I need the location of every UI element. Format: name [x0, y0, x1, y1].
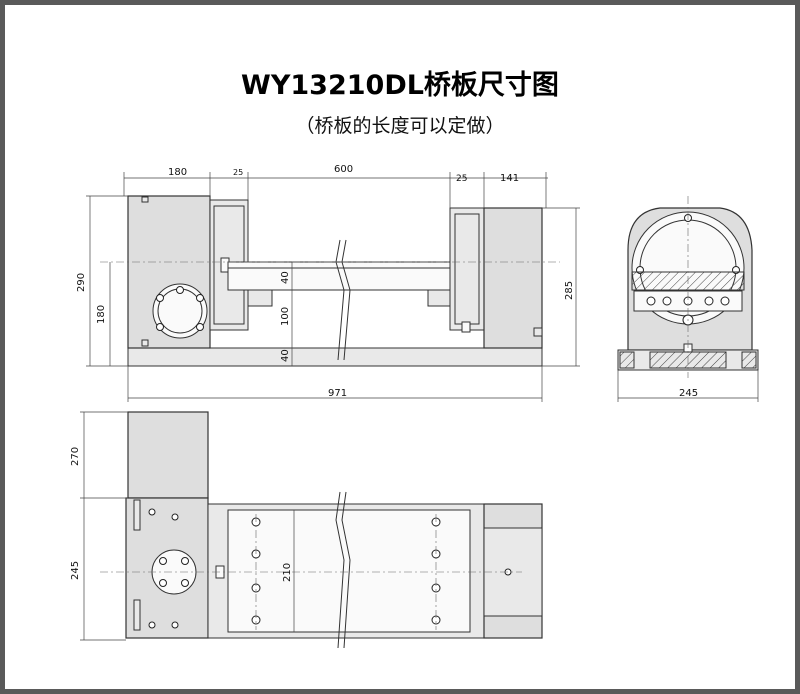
right-flange: [449, 207, 485, 331]
faceplate-circle: [152, 283, 208, 339]
faceplate-bolt: [196, 294, 204, 302]
side-view: 245: [617, 196, 759, 402]
top-bolt: [159, 579, 167, 587]
dim-label: 40: [280, 349, 291, 362]
front-break-line: [341, 239, 351, 361]
faceplate-bolt: [156, 294, 164, 302]
drawing-subtitle: （桥板的长度可以定做）: [295, 115, 505, 137]
faceplate-bolt: [196, 323, 204, 331]
side-base-hatch: [741, 351, 757, 369]
dim-label: 100: [280, 307, 291, 326]
dim-label: 600: [334, 164, 353, 175]
side-base-hatch: [619, 351, 635, 369]
dim-label: 25: [233, 168, 243, 177]
dim-label: 141: [500, 173, 519, 184]
top-head-slot: [133, 599, 141, 631]
dim-label: 40: [280, 271, 291, 284]
dim-label: 245: [679, 388, 698, 399]
dim-label: 180: [168, 167, 187, 178]
top-head-slot: [133, 499, 141, 531]
right-bridge-support: [427, 289, 453, 307]
top-break-line: [341, 491, 351, 649]
dim-label: 245: [70, 561, 81, 580]
dim-label: 285: [564, 281, 575, 300]
side-bolt: [662, 296, 672, 306]
left-bridge-support: [247, 289, 273, 307]
front-break-line: [335, 239, 345, 361]
dim-label: 210: [282, 563, 293, 582]
top-break-line: [335, 491, 345, 649]
faceplate-bolt: [176, 286, 184, 294]
top-bolt: [181, 557, 189, 565]
right-tailstock: [483, 207, 543, 349]
faceplate-bolt: [156, 323, 164, 331]
right-flange-key: [461, 321, 471, 333]
side-bolt: [704, 296, 714, 306]
dim-label: 270: [70, 447, 81, 466]
side-bolt: [646, 296, 656, 306]
top-view: 270 245 210: [70, 411, 543, 649]
top-bolt: [159, 557, 167, 565]
top-bolt: [148, 621, 156, 629]
dim-label: 290: [76, 273, 87, 292]
top-bolt: [171, 621, 179, 629]
top-bolt: [181, 579, 189, 587]
top-faceplate: [151, 549, 197, 595]
drawing-title: WY13210DL桥板尺寸图: [241, 70, 559, 101]
right-tailstock-foot: [533, 327, 543, 337]
motor-box: [127, 411, 209, 499]
dim-label: 180: [96, 305, 107, 324]
front-view: 180 25 600 25 141 290 180 40 100 40 285 …: [76, 164, 580, 402]
top-bolt: [148, 508, 156, 516]
dim-label: 971: [328, 388, 347, 399]
left-head-foot: [141, 339, 149, 347]
front-base-rail: [127, 347, 543, 367]
side-bolt: [720, 296, 730, 306]
left-head-tab: [141, 196, 149, 203]
top-bolt: [171, 513, 179, 521]
dim-label: 25: [456, 174, 467, 184]
